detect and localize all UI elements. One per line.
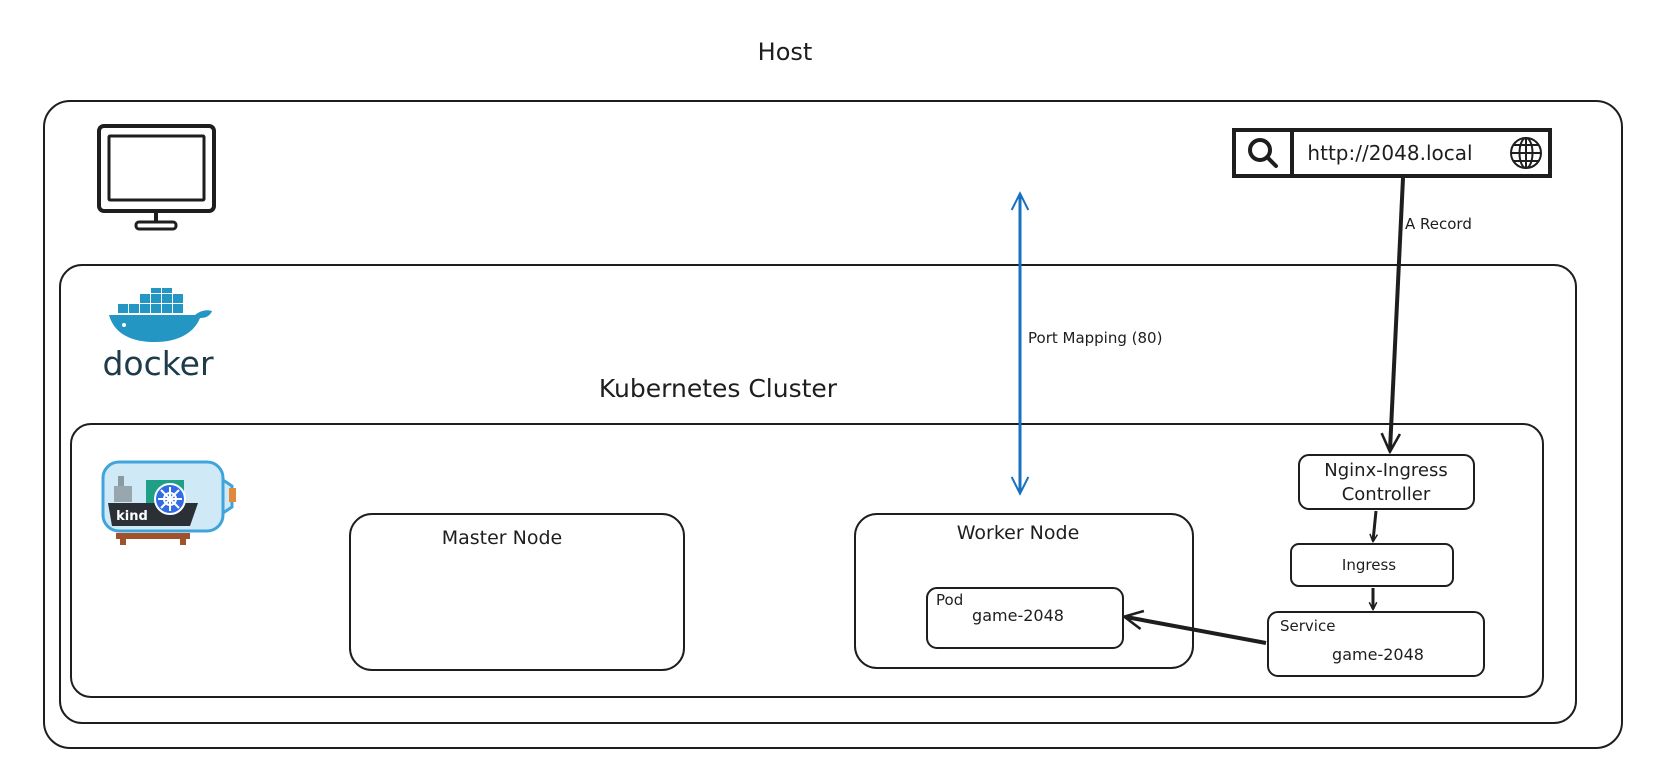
service-name: game-2048 xyxy=(1332,645,1424,664)
docker-logo-text: docker xyxy=(102,344,214,383)
host-box xyxy=(43,100,1623,749)
worker-node-title: Worker Node xyxy=(957,522,1080,544)
docker-logo-icon: docker xyxy=(102,288,214,383)
host-title: Host xyxy=(758,38,813,66)
search-icon[interactable] xyxy=(1248,138,1278,168)
ingress-box xyxy=(1290,543,1454,587)
service-to-pod-arrow xyxy=(1126,617,1267,645)
pod-name: game-2048 xyxy=(972,606,1064,625)
globe-icon xyxy=(1510,137,1542,169)
master-node-box xyxy=(349,513,685,671)
monitor-icon xyxy=(97,124,216,231)
port-mapping-label: Port Mapping (80) xyxy=(1028,329,1162,347)
cluster-box xyxy=(70,423,1544,698)
ingress-controller-line1: Nginx-Ingress xyxy=(1324,460,1447,481)
url-text[interactable]: http://2048.local xyxy=(1307,141,1472,165)
docker-box xyxy=(59,264,1577,724)
controller-to-ingress-arrow xyxy=(1373,510,1376,541)
a-record-label: A Record xyxy=(1405,215,1472,233)
a-record-arrow xyxy=(1390,177,1405,450)
ingress-label: Ingress xyxy=(1342,556,1396,574)
kind-logo-icon: kind xyxy=(101,460,236,545)
pod-label: Pod xyxy=(936,591,963,609)
kind-logo-text: kind xyxy=(116,509,148,524)
cluster-title: Kubernetes Cluster xyxy=(599,374,838,403)
browser-address-bar[interactable] xyxy=(1232,128,1552,178)
master-node-title: Master Node xyxy=(442,527,563,549)
ingress-controller-box xyxy=(1298,454,1475,510)
service-box xyxy=(1267,611,1485,677)
service-label: Service xyxy=(1280,617,1335,635)
worker-node-box xyxy=(854,513,1194,669)
ingress-controller-line2: Controller xyxy=(1342,484,1431,505)
